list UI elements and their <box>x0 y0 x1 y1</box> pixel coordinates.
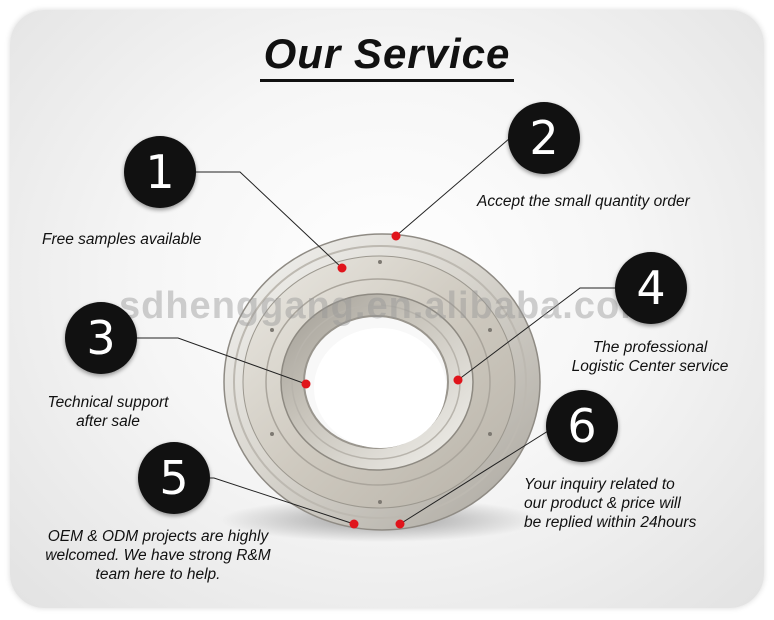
service-text-1: Free samples available <box>42 230 201 249</box>
service-badge-1: 1 <box>124 136 196 208</box>
service-2-line-1: Accept the small quantity order <box>477 193 690 210</box>
service-badge-2: 2 <box>508 102 580 174</box>
service-6-line-1: Your inquiry related to <box>524 476 675 493</box>
service-text-2: Accept the small quantity order <box>477 192 690 211</box>
service-text-6: Your inquiry related to our product & pr… <box>524 475 696 532</box>
title-text: Our Service <box>259 30 515 82</box>
service-text-3: Technical support after sale <box>30 393 186 431</box>
page-title: Our Service <box>0 30 774 82</box>
service-1-line-1: Free samples available <box>42 231 202 248</box>
service-4-line-2: Logistic Center service <box>571 358 729 375</box>
service-5-line-1: OEM & ODM projects are highly <box>47 528 269 545</box>
service-6-line-2: our product & price will <box>524 495 681 512</box>
service-badge-4: 4 <box>615 252 687 324</box>
marker-dots <box>301 231 463 529</box>
service-badge-6: 6 <box>546 390 618 462</box>
service-3-line-2: after sale <box>76 413 140 430</box>
watermark-text: sdhenggang.en.alibaba.com <box>119 285 655 327</box>
service-badge-3: 3 <box>65 302 137 374</box>
service-text-4: The professional Logistic Center service <box>552 338 748 376</box>
service-4-line-1: The professional <box>592 339 708 356</box>
service-6-line-3: be replied within 24hours <box>524 514 697 531</box>
service-5-line-3: team here to help. <box>95 566 221 583</box>
service-5-line-2: welcomed. We have strong R&M <box>45 547 271 564</box>
service-text-5: OEM & ODM projects are highly welcomed. … <box>24 527 292 584</box>
service-badge-5: 5 <box>138 442 210 514</box>
service-3-line-1: Technical support <box>47 394 169 411</box>
